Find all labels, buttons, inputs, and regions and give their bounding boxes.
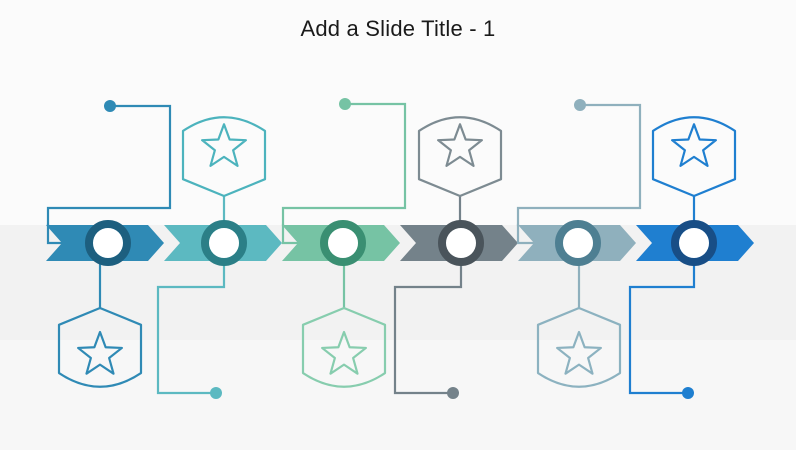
node-center-1[interactable] — [93, 228, 123, 258]
connector-dot-top-1 — [104, 100, 116, 112]
node-center-6[interactable] — [679, 228, 709, 258]
star-badge-bottom-1[interactable] — [57, 306, 143, 388]
connector-dot-bottom-4 — [447, 387, 459, 399]
star-badge-bottom-5[interactable] — [536, 306, 622, 388]
timeline-step-5 — [516, 99, 642, 388]
connector-dot-top-3 — [339, 98, 351, 110]
star-icon — [77, 330, 123, 375]
connector-dot-bottom-2 — [210, 387, 222, 399]
star-badge-top-4[interactable] — [417, 116, 503, 198]
connector-line-bottom-6 — [628, 259, 696, 395]
timeline-step-3 — [281, 98, 407, 388]
badge-shield-top-6 — [651, 116, 737, 198]
star-badge-bottom-3[interactable] — [301, 306, 387, 388]
connector-line-top-1 — [46, 104, 172, 227]
connector-line-bottom-4 — [393, 259, 463, 395]
star-badge-top-6[interactable] — [651, 116, 737, 198]
star-icon — [437, 123, 483, 167]
badge-shield-top-2 — [181, 116, 267, 198]
connector-dot-bottom-6 — [682, 387, 694, 399]
badge-shield-bottom-3 — [301, 306, 387, 388]
connector-group-3 — [281, 98, 407, 310]
page-title[interactable]: Add a Slide Title - 1 — [300, 16, 496, 41]
connector-group-1 — [46, 100, 172, 310]
node-ring-5[interactable] — [555, 220, 601, 266]
badge-shield-top-4 — [417, 116, 503, 198]
connector-group-5 — [516, 99, 642, 310]
node-center-5[interactable] — [563, 228, 593, 258]
node-center-4[interactable] — [446, 228, 476, 258]
star-badge-top-2[interactable] — [181, 116, 267, 198]
star-icon — [556, 330, 602, 375]
connector-line-bottom-2 — [156, 259, 226, 395]
node-ring-4[interactable] — [438, 220, 484, 266]
timeline-step-1 — [46, 100, 172, 388]
connector-line-top-3 — [281, 102, 407, 227]
node-ring-2[interactable] — [201, 220, 247, 266]
badge-shield-bottom-1 — [57, 306, 143, 388]
star-icon — [201, 123, 247, 167]
node-ring-1[interactable] — [85, 220, 131, 266]
timeline-step-4 — [393, 116, 518, 399]
node-center-3[interactable] — [328, 228, 358, 258]
timeline-step-6 — [628, 116, 754, 399]
star-icon — [321, 330, 367, 375]
timeline-step-2 — [156, 116, 282, 399]
node-center-2[interactable] — [209, 228, 239, 258]
node-ring-6[interactable] — [671, 220, 717, 266]
connector-group-6 — [628, 194, 696, 399]
badge-shield-bottom-5 — [536, 306, 622, 388]
node-ring-3[interactable] — [320, 220, 366, 266]
connector-line-top-5 — [516, 103, 642, 227]
star-icon — [671, 123, 717, 167]
connector-dot-top-5 — [574, 99, 586, 111]
